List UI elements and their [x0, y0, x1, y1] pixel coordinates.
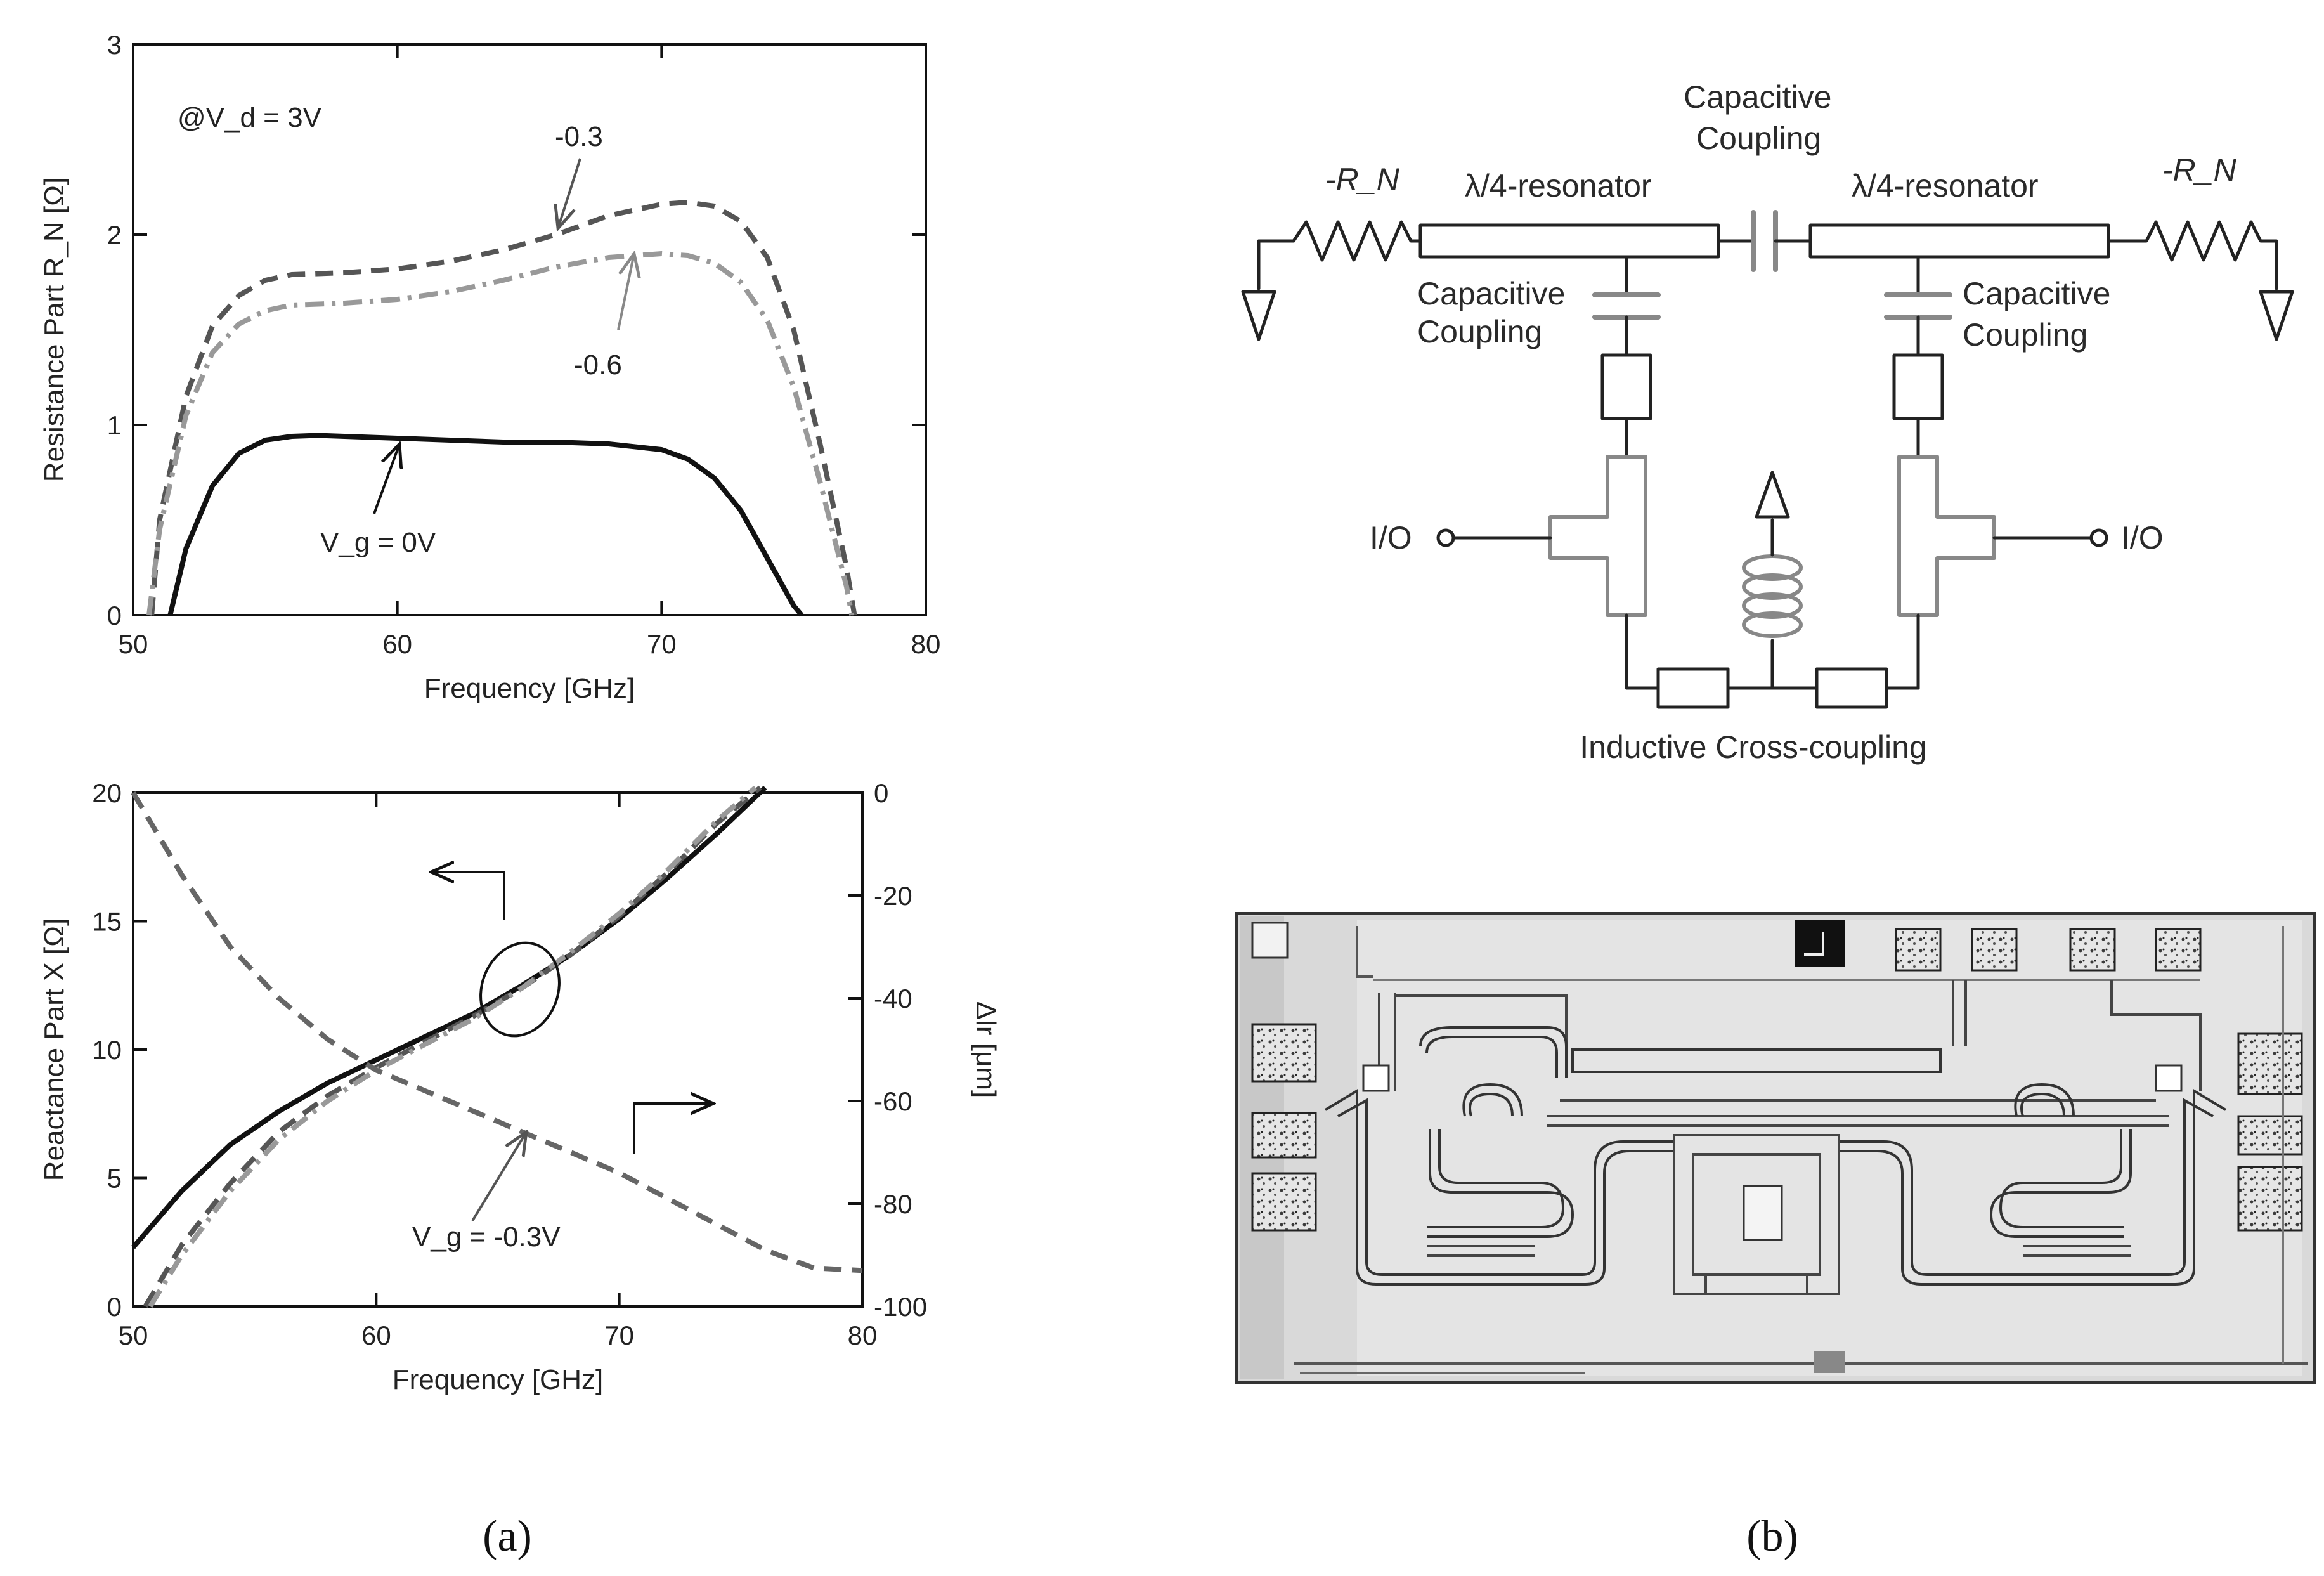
right-resistor	[2107, 220, 2272, 262]
series-line-0	[131, 786, 767, 1249]
chart1-series	[146, 200, 857, 617]
y2-tick-label: -100	[874, 1292, 927, 1322]
chip-left-square	[1362, 1064, 1390, 1092]
left-resistor	[1292, 220, 1422, 262]
left-ground-icon	[1241, 290, 1276, 341]
left-tee-junction	[1548, 455, 1647, 617]
arrow-vg-m03	[471, 1132, 526, 1222]
chip-center-die	[1743, 1185, 1783, 1241]
arrow-vg0	[373, 444, 399, 514]
inductor-coil-icon	[1742, 554, 1803, 638]
right-tee-junction	[1897, 455, 1996, 617]
left-branch-block	[1600, 353, 1652, 420]
resistance-chart: 50 60 70 80 0 1 2 3 @V_d = 3V -0.3 -0.6 V_g = 0…	[39, 30, 940, 704]
x-tick-label: 50	[119, 1320, 148, 1350]
chip-pads	[1251, 928, 2303, 1232]
left-resonator	[1418, 223, 1720, 259]
right-rn-label: -R_N	[2162, 152, 2237, 188]
x-tick-label: 70	[604, 1320, 634, 1350]
series-line-2	[148, 785, 757, 1308]
x-tick-label: 70	[647, 629, 677, 659]
inductive-label: Inductive Cross-coupling	[1580, 729, 1927, 765]
y-tick-label: 5	[107, 1164, 122, 1194]
chip-right-square	[2155, 1064, 2183, 1092]
label-m06: -0.6	[574, 349, 622, 381]
left-ground-wire	[1257, 239, 1295, 290]
left-axis-indicator	[431, 872, 505, 920]
y2-tick-label: -60	[874, 1086, 912, 1116]
bottom-block-right	[1815, 667, 1888, 709]
x-tick-label: 50	[119, 629, 148, 659]
left-cap-label-1: Capacitive	[1417, 276, 1565, 311]
label-m03: -0.3	[555, 121, 603, 152]
chart2-y2label: Δlr [μm]	[970, 1001, 1001, 1098]
right-cap-label-1: Capacitive	[1963, 276, 2110, 311]
right-ground-icon	[2259, 290, 2294, 341]
left-io-terminal	[1436, 528, 1455, 547]
caption-b: (b)	[1746, 1512, 1798, 1561]
y2-tick-label: -20	[874, 881, 912, 911]
label-vg-m03: V_g = -0.3V	[412, 1221, 561, 1253]
right-io-label: I/O	[2121, 520, 2164, 556]
right-resonator	[1808, 223, 2110, 259]
x-tick-label: 80	[911, 629, 941, 659]
resonator-schematic: Capacitive Coupling λ/4-resonator λ/4-re…	[1241, 79, 2294, 765]
chart2-ylabel: Reactance Part X [Ω]	[39, 918, 70, 1181]
chart2-xlabel: Frequency [GHz]	[393, 1364, 604, 1395]
label-vg0: V_g = 0V	[320, 527, 436, 558]
chip-black-pad-mark	[1804, 932, 1824, 956]
y2-tick-label: -40	[874, 984, 912, 1013]
series-line-0	[167, 433, 804, 617]
caption-a: (a)	[483, 1512, 532, 1561]
curve-group-ellipse	[479, 941, 561, 1038]
arrow-m06	[617, 254, 634, 330]
y-tick-label: 1	[107, 410, 122, 440]
bottom-block-left	[1656, 667, 1730, 709]
left-io-label: I/O	[1370, 520, 1412, 556]
chart2-series	[131, 785, 863, 1308]
right-cap-label-2: Coupling	[1963, 317, 2087, 353]
right-branch-block	[1892, 353, 1944, 420]
y-tick-label: 0	[107, 601, 122, 630]
chip-left-logo	[1251, 922, 1289, 959]
y-tick-label: 20	[92, 778, 122, 808]
chip-traces	[1294, 926, 2308, 1374]
right-resonator-label: λ/4-resonator	[1852, 168, 2039, 204]
top-cap-label-2: Coupling	[1696, 120, 1821, 156]
y-tick-label: 0	[107, 1292, 122, 1322]
y-tick-label: 2	[107, 220, 122, 250]
y2-tick-label: 0	[874, 778, 888, 808]
y-tick-label: 15	[92, 907, 122, 937]
x-tick-label: 80	[848, 1320, 878, 1350]
right-axis-indicator	[633, 1104, 713, 1154]
chart2-ticks: 50 60 70 80 0 5 10 15 20 0 -20 -40 -60 -80 -100	[92, 778, 927, 1350]
top-cap-label-1: Capacitive	[1684, 79, 1831, 115]
left-cap-label-2: Coupling	[1417, 314, 1542, 349]
x-tick-label: 60	[361, 1320, 391, 1350]
chip-black-pad	[1795, 920, 1845, 967]
right-io-terminal	[2089, 528, 2108, 547]
series-line-3	[131, 791, 863, 1273]
chart1-ylabel: Resistance Part R_N [Ω]	[39, 178, 70, 482]
left-resonator-label: λ/4-resonator	[1465, 168, 1652, 204]
chart1-frame	[132, 43, 927, 616]
right-ground-wire	[2268, 239, 2278, 290]
series-line-1	[149, 200, 857, 616]
chip-inner	[1357, 920, 2302, 1376]
left-rn-label: -R_N	[1325, 162, 1400, 197]
chart1-xlabel: Frequency [GHz]	[424, 673, 635, 704]
y-tick-label: 10	[92, 1035, 122, 1065]
chart1-ticks: 50 60 70 80 0 1 2 3	[107, 30, 941, 659]
chip-photo	[1235, 912, 2316, 1384]
reactance-chart: 50 60 70 80 0 5 10 15 20 0 -20 -40 -60 -80 -100 V_g = …	[39, 778, 1001, 1395]
inductor-ground-icon	[1755, 471, 1790, 519]
chip-bottom-mark	[1814, 1351, 1845, 1373]
x-tick-label: 60	[382, 629, 412, 659]
series-line-2	[146, 251, 855, 616]
arrow-m03	[558, 158, 581, 228]
chart1-condition: @V_d = 3V	[178, 102, 322, 133]
y-tick-label: 3	[107, 30, 122, 60]
y2-tick-label: -80	[874, 1189, 912, 1219]
